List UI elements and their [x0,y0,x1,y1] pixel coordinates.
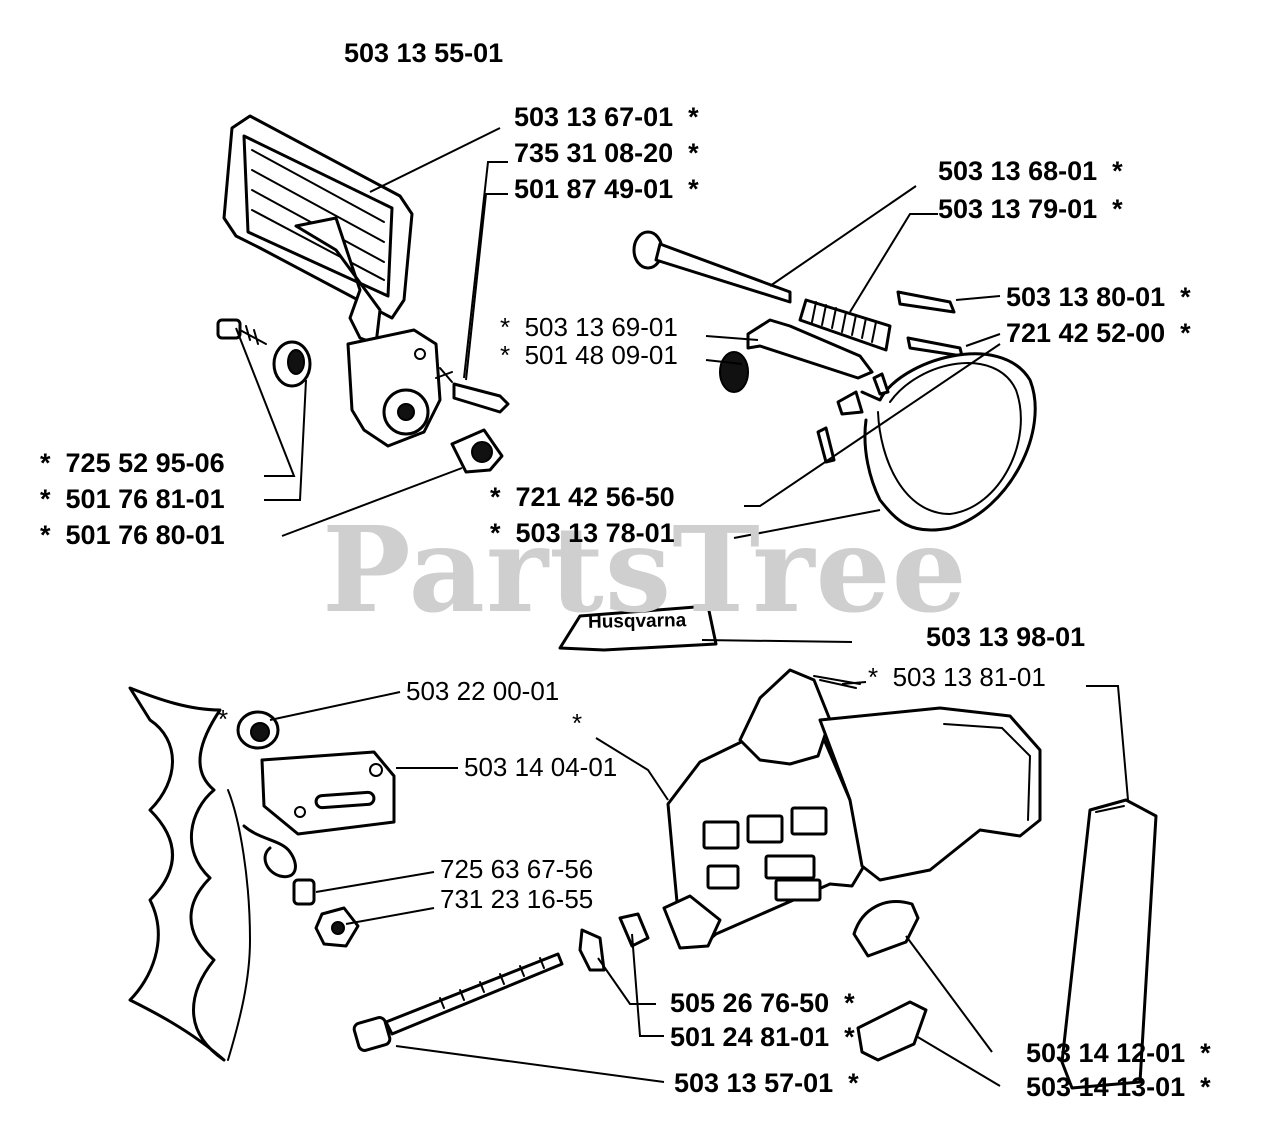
pin-721-42-52-00 [906,336,964,358]
clutch-cover [662,668,1042,950]
callout-503-22-00-01: 503 22 00-01 [406,676,560,706]
husqvarna-decal [558,604,718,652]
brake-band-clip [816,372,890,464]
callout-725-52-95-06: * 725 52 95-06 [40,448,225,478]
brake-spring [798,298,892,352]
bar-plate [260,750,396,836]
callout-501-24-81-01: 501 24 81-01 * [670,1022,855,1052]
callout-503-13-55-01: 503 13 55-01 [344,38,504,68]
callout-503-13-98-01: 503 13 98-01 [926,622,1086,652]
callout-721-42-52-00: 721 42 52-00 * [1006,318,1191,348]
callout-503-13-69-01: * 503 13 69-01 [500,312,678,342]
bar-stud-725-63-67-56 [292,878,316,906]
chain-catcher-503-14-13-01 [856,1000,928,1062]
cover-nut-503-13-81-01 [813,675,861,689]
chain-catcher-503-14-12-01 [852,900,920,958]
brake-band [860,352,1037,532]
bar-nut-731-23-16-55 [314,906,360,948]
callout-735-31-08-20: 735 31 08-20 * [514,138,699,168]
callout-503-22-00-01-star: * [218,704,229,734]
callout-503-14-12-01: 503 14 12-01 * [1026,1038,1211,1068]
callout-501-76-81-01: * 501 76 81-01 [40,484,225,514]
protective-plate [1060,798,1158,1090]
chain-brake-handguard [222,114,414,346]
callout-501-76-80-01: * 501 76 80-01 [40,520,225,550]
callout-503-13-80-01: 503 13 80-01 * [1006,282,1191,312]
chain-clip [242,824,297,879]
screw-501-87-49-01 [435,367,510,414]
callout-503-13-57-01: 503 13 57-01 * [674,1068,859,1098]
pivot-bushing-501-76-80-01 [450,428,504,474]
callout-503-13-79-01: 503 13 79-01 * [938,194,1123,224]
callout-501-48-09-01: * 501 48 09-01 [500,340,678,370]
brake-link-rod [632,230,792,304]
callout-503-13-78-01: * 503 13 78-01 [490,518,675,548]
handguard-pivot-bracket [346,328,442,448]
callout-731-23-16-55: 731 23 16-55 [440,884,594,914]
callout-721-42-56-50: * 721 42 56-50 [490,482,675,512]
callout-505-26-76-50: 505 26 76-50 * [670,988,855,1018]
watermark: PartsTree [322,500,968,639]
callout-503-13-81-01: * 503 13 81-01 [868,662,1046,692]
pivot-screw-725-52-95-06 [216,318,267,345]
callout-725-63-67-56: 725 63 67-56 [440,854,594,884]
stud-nut-503-22-00-01 [236,710,280,750]
leader-lines [235,127,1129,1087]
husqvarna-decal-text: Husqvarna [587,610,687,633]
callout-503-13-67-01: 503 13 67-01 * [514,102,699,132]
crankcase-edge [128,686,252,1062]
tensioner-washer [578,912,650,972]
callout-503-14-04-01-star: * [572,708,583,738]
tensioner-screw-503-13-57-01 [352,952,564,1052]
callout-503-14-13-01: 503 14 13-01 * [1026,1072,1211,1102]
pin-503-13-80-01 [896,290,956,314]
callout-501-87-49-01: 501 87 49-01 * [514,174,699,204]
callout-503-14-04-01: 503 14 04-01 [464,752,618,782]
pivot-bushing-501-76-81-01 [272,340,312,388]
callout-503-13-68-01: 503 13 68-01 * [938,156,1123,186]
